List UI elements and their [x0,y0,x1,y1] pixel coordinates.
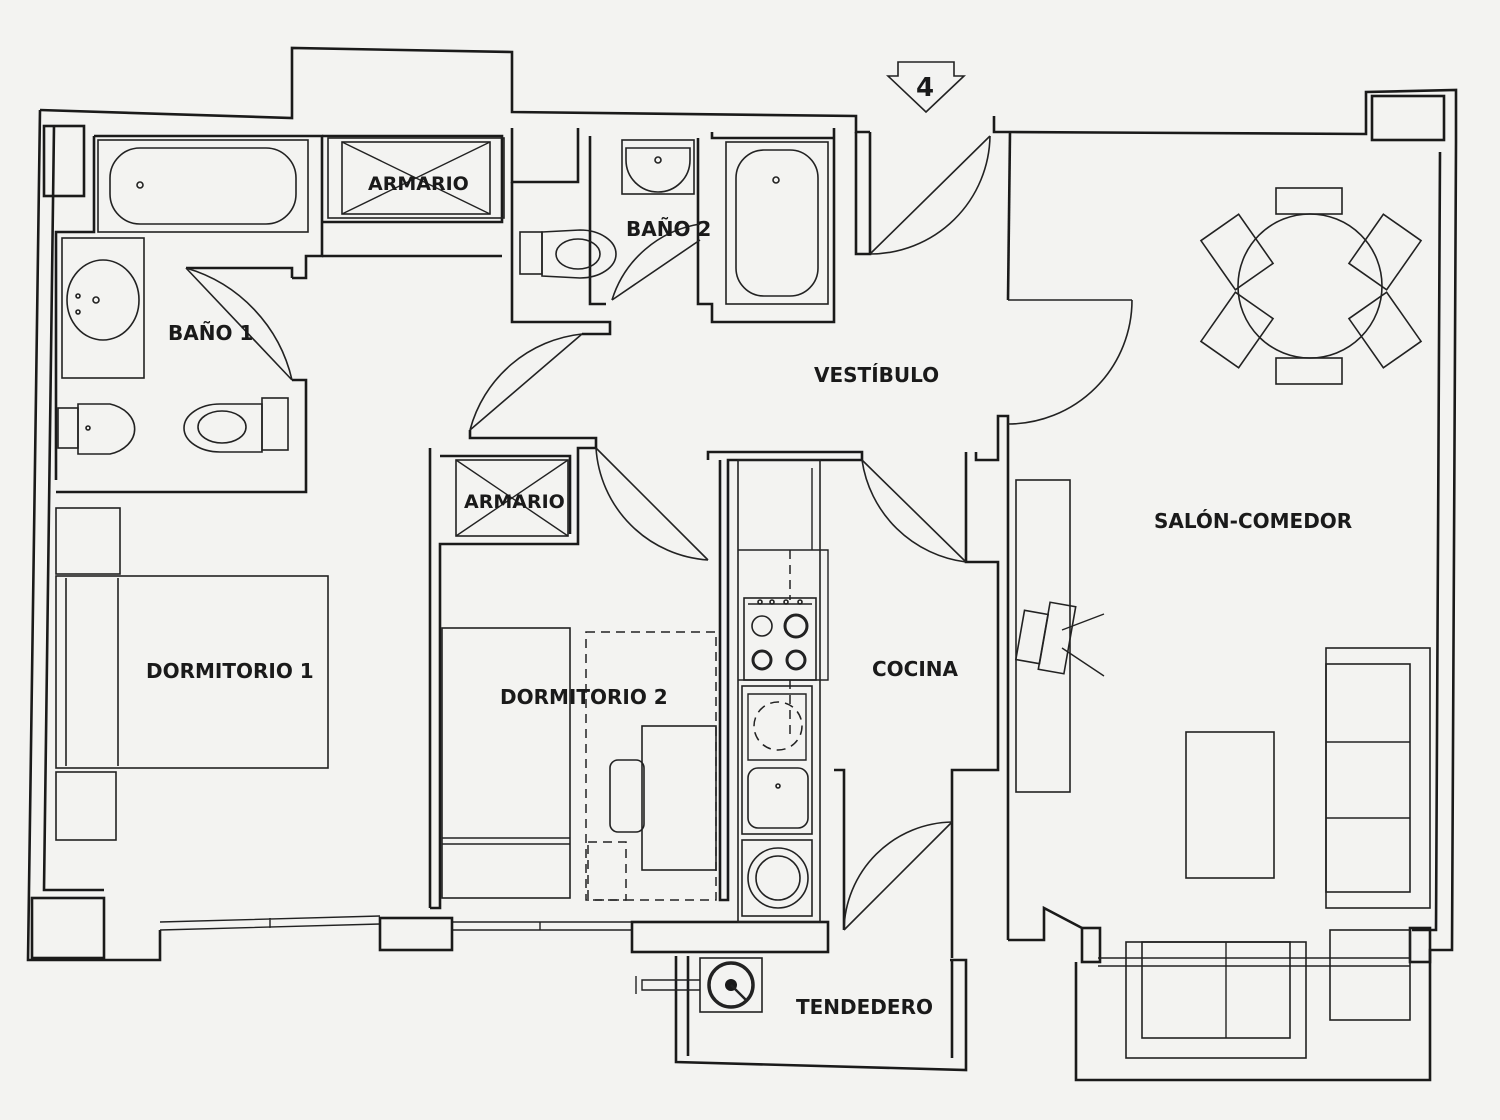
closet-1 [327,137,505,219]
bathtub-2 [725,141,829,305]
sofa-bottom [1125,941,1307,1059]
doors [185,135,1133,931]
label-dormitorio-1: DORMITORIO 1 [146,659,314,683]
label-tendedero: TENDEDERO [796,995,933,1019]
label-cocina: COCINA [872,657,959,681]
water-heater [635,957,763,1013]
label-dormitorio-2: DORMITORIO 2 [500,685,668,709]
armchair [1329,929,1411,1021]
dining-table [1199,187,1423,385]
north-marker-label: 4 [916,73,934,103]
toilet-bath-2 [519,229,617,279]
bed-2 [441,627,717,901]
interior-walls [54,128,1083,958]
outer-walls [26,46,1458,1082]
north-marker [885,61,967,114]
label-armario-1: ARMARIO [368,173,469,195]
toilet-bath-1 [183,397,289,453]
label-bano-2: BAÑO 2 [626,217,711,241]
coffee-table [1185,731,1275,879]
label-salon-comedor: SALÓN-COMEDOR [1154,509,1352,533]
windows [159,915,1410,967]
sofa-right [1325,647,1431,909]
label-bano-1: BAÑO 1 [168,321,253,345]
kitchen-counter [737,459,829,923]
sink-bath-2 [621,139,695,195]
bed-1 [55,507,329,841]
label-vestibulo: VESTÍBULO [814,363,939,387]
bathtub-1 [97,139,309,233]
closet-2 [455,459,569,537]
sink-bath-1 [61,237,145,379]
bidet [57,403,136,455]
label-armario-2: ARMARIO [464,491,565,513]
tv-unit [1014,479,1105,793]
